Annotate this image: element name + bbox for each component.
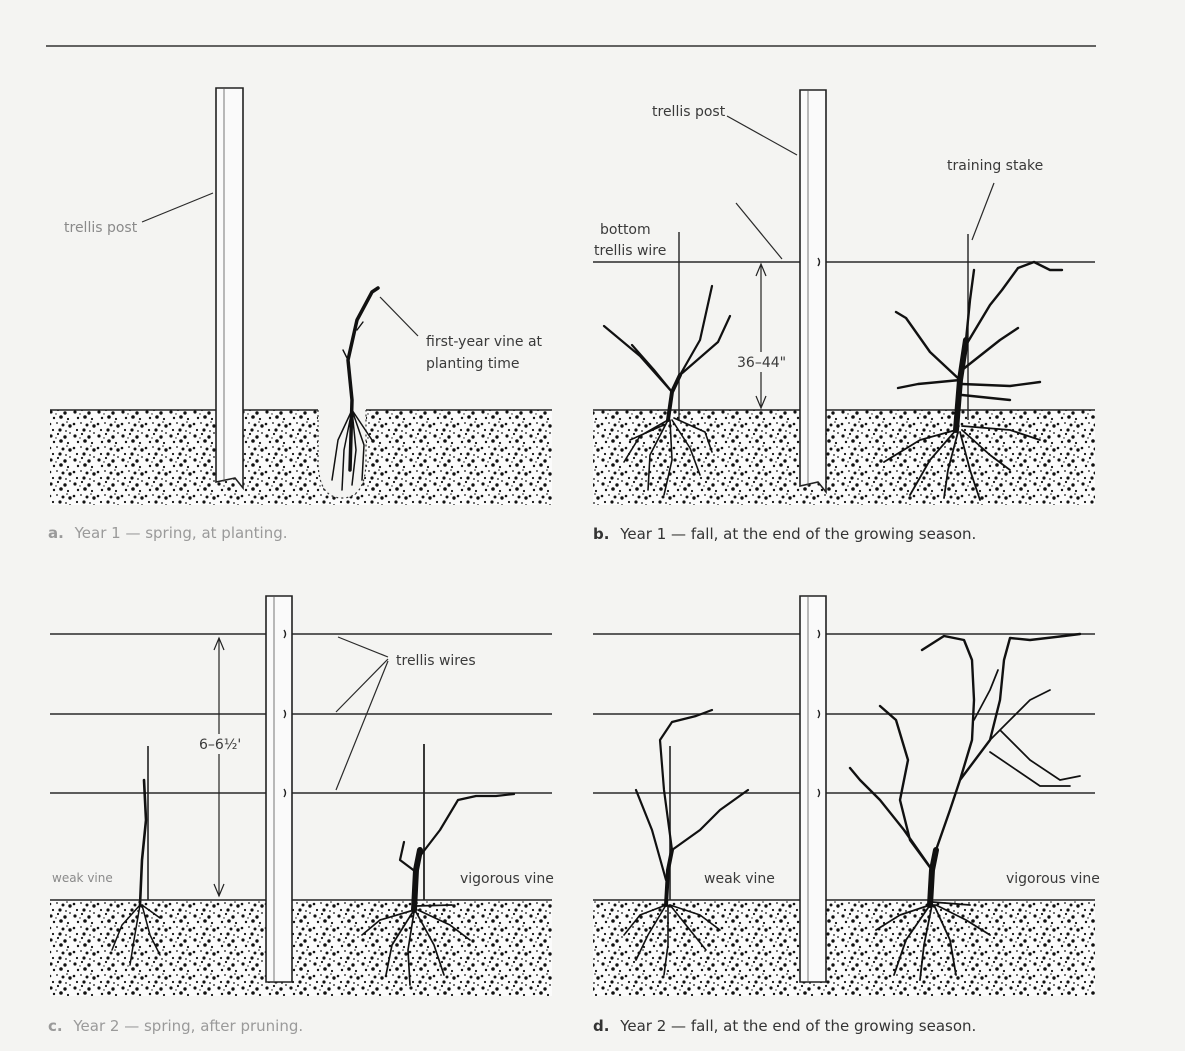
- panel-d-weak-vine: [623, 708, 750, 976]
- panel-b-bottom-wire-label-line2: trellis wire: [594, 243, 666, 259]
- panel-a-trellis-post-label: trellis post: [64, 220, 138, 236]
- panel-c-trellis-wires-label: trellis wires: [396, 653, 476, 669]
- panel-a-vine-label-line1: first-year vine at: [426, 334, 543, 350]
- svg-text:d. Year 2 — fall, at the: d. Year 2 — fall, at the end of the grow…: [593, 1017, 976, 1035]
- panel-c-letter: c.: [48, 1017, 63, 1035]
- panel-d-trellis-post: [799, 595, 827, 983]
- panel-b-caption: Year 1 — fall, at the end of the growing…: [619, 525, 976, 543]
- panel-c-weak-vine-label: weak vine: [52, 871, 113, 885]
- panel-b-left-vine: [602, 232, 732, 496]
- panel-b-trellis-post: [799, 89, 827, 495]
- panel-c-vigorous-vine: [361, 744, 516, 986]
- panel-b-trellis-post-label: trellis post: [652, 104, 726, 120]
- panel-b-right-vine: [883, 234, 1064, 501]
- panel-c-weak-vine: [111, 746, 161, 966]
- panel-b-height-label: 36–44": [737, 355, 786, 371]
- panel-a: trellis post first-year vine at planting…: [48, 87, 552, 542]
- panel-d-ground: [593, 900, 1095, 996]
- panel-d-vigorous-vine-label: vigorous vine: [1006, 871, 1100, 887]
- panel-b: trellis post training stake bottom trell…: [593, 89, 1095, 543]
- panel-a-letter: a.: [48, 524, 64, 542]
- panel-a-vine-label-line2: planting time: [426, 356, 519, 372]
- panel-d-caption: Year 2 — fall, at the end of the growing…: [619, 1017, 976, 1035]
- svg-text:c. Year 2 — spring, afte: c. Year 2 — spring, after pruning.: [48, 1017, 303, 1035]
- panel-d-letter: d.: [593, 1017, 609, 1035]
- panel-d: weak vine vigorous vine d. Year 2 — fall…: [593, 595, 1100, 1035]
- panel-d-vigorous-vine: [848, 632, 1082, 981]
- panel-b-bottom-wire-label-line1: bottom: [600, 222, 651, 238]
- panel-c-height-label: 6–6½': [199, 737, 241, 753]
- panel-d-weak-vine-label: weak vine: [704, 871, 775, 887]
- panel-a-ground: [50, 410, 552, 505]
- panel-c-caption: Year 2 — spring, after pruning.: [72, 1017, 303, 1035]
- panel-b-training-stake-label: training stake: [947, 158, 1043, 174]
- panel-b-height-dimension: [733, 262, 789, 410]
- panel-c: 6–6½' trellis wires weak vine vigorous v…: [48, 595, 554, 1035]
- panel-c-ground: [50, 900, 552, 996]
- svg-text:b. Year 1 — fall, at the: b. Year 1 — fall, at the end of the grow…: [593, 525, 976, 543]
- panel-a-trellis-post: [215, 87, 244, 491]
- panel-b-ground: [593, 410, 1095, 505]
- panel-b-letter: b.: [593, 525, 609, 543]
- svg-text:a. Year 1 — spring, at p: a. Year 1 — spring, at planting.: [48, 524, 288, 542]
- panel-a-caption: Year 1 — spring, at planting.: [74, 524, 288, 542]
- panel-c-vigorous-vine-label: vigorous vine: [460, 871, 554, 887]
- panel-a-first-year-vine: [331, 286, 380, 491]
- panel-c-height-dimension: [194, 636, 246, 898]
- panel-c-trellis-post: [265, 595, 293, 983]
